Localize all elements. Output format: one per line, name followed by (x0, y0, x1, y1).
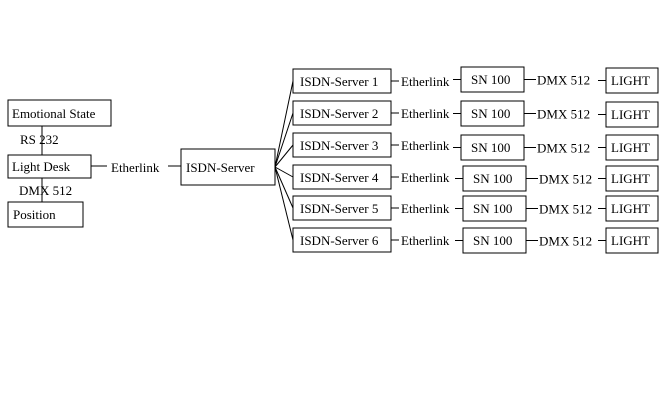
etherlink-label: Etherlink (401, 138, 450, 153)
dmx512-label: DMX 512 (539, 172, 592, 187)
isdn-server-sub-label: ISDN-Server 3 (300, 138, 378, 153)
rs232-label: RS 232 (20, 132, 59, 147)
fanout-line (274, 112, 294, 168)
light-box: LIGHT (605, 227, 659, 254)
light-desk-box: Light Desk (7, 154, 92, 179)
isdn-server-sub-label: ISDN-Server 5 (300, 201, 378, 216)
sn100-label: SN 100 (473, 233, 512, 248)
fanout-line (274, 166, 294, 178)
fanout-line (274, 80, 294, 168)
emotional-state-label: Emotional State (12, 106, 96, 121)
light-label: LIGHT (611, 233, 650, 248)
isdn-server-sub-box: ISDN-Server 3 (292, 132, 392, 158)
sn100-box: SN 100 (460, 100, 525, 127)
sn100-box: SN 100 (462, 195, 527, 222)
light-box: LIGHT (605, 165, 659, 192)
dmx512-label: DMX 512 (537, 107, 590, 122)
light-box: LIGHT (605, 195, 659, 222)
branch-row-3: ISDN-Server 3 Etherlink SN 100 DMX 512 LIGHT (274, 132, 659, 168)
etherlink-label: Etherlink (401, 74, 450, 89)
emotional-state-box: Emotional State (7, 99, 112, 127)
isdn-server-sub-box: ISDN-Server 5 (292, 195, 392, 221)
sn100-label: SN 100 (473, 171, 512, 186)
sn100-label: SN 100 (471, 72, 510, 87)
isdn-server-sub-box: ISDN-Server 2 (292, 100, 392, 126)
position-box: Position (7, 201, 84, 228)
dmx512-label: DMX 512 (19, 183, 72, 198)
isdn-server-sub-label: ISDN-Server 4 (300, 170, 379, 185)
isdn-server-sub-label: ISDN-Server 1 (300, 74, 378, 89)
isdn-server-box: ISDN-Server (180, 148, 276, 186)
dmx512-label: DMX 512 (539, 234, 592, 249)
isdn-server-label: ISDN-Server (186, 160, 255, 175)
sn100-box: SN 100 (462, 165, 527, 192)
light-desk-label: Light Desk (12, 159, 71, 174)
position-label: Position (13, 207, 56, 222)
isdn-server-sub-label: ISDN-Server 6 (300, 233, 379, 248)
isdn-server-sub-box: ISDN-Server 1 (292, 68, 392, 94)
branch-row-4: ISDN-Server 4 Etherlink SN 100 DMX 512 LIGHT (274, 164, 659, 192)
light-box: LIGHT (605, 134, 659, 161)
etherlink-label: Etherlink (401, 106, 450, 121)
isdn-server-sub-box: ISDN-Server 4 (292, 164, 392, 190)
sn100-box: SN 100 (460, 66, 525, 93)
sn100-label: SN 100 (473, 201, 512, 216)
etherlink-label: Etherlink (401, 170, 450, 185)
isdn-server-sub-label: ISDN-Server 2 (300, 106, 378, 121)
fanout-line (274, 144, 294, 168)
light-box: LIGHT (605, 101, 659, 128)
etherlink-label-main: Etherlink (111, 160, 160, 175)
dmx512-label: DMX 512 (537, 73, 590, 88)
light-label: LIGHT (611, 140, 650, 155)
sn100-box: SN 100 (460, 134, 525, 161)
dmx512-label: DMX 512 (539, 202, 592, 217)
dmx512-label: DMX 512 (537, 141, 590, 156)
light-box: LIGHT (605, 67, 659, 94)
sn100-label: SN 100 (471, 140, 510, 155)
fanout-line (274, 166, 294, 209)
light-label: LIGHT (611, 171, 650, 186)
etherlink-label: Etherlink (401, 233, 450, 248)
light-label: LIGHT (611, 201, 650, 216)
light-label: LIGHT (611, 107, 650, 122)
etherlink-label: Etherlink (401, 201, 450, 216)
sn100-box: SN 100 (462, 227, 527, 254)
isdn-server-sub-box: ISDN-Server 6 (292, 227, 392, 253)
light-label: LIGHT (611, 73, 650, 88)
fanout-line (274, 166, 294, 241)
sn100-label: SN 100 (471, 106, 510, 121)
